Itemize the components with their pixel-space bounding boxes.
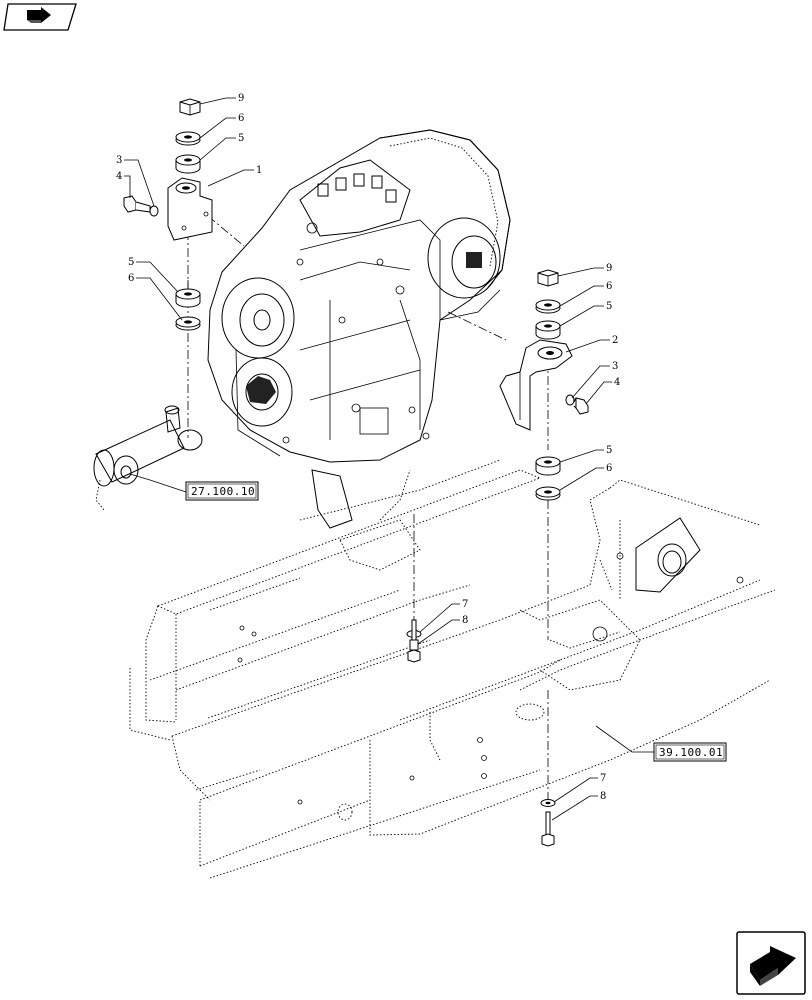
leader-lines	[124, 97, 654, 821]
callout-7: 7	[600, 773, 606, 784]
reference-box-frame[interactable]: 39.100.01	[653, 742, 727, 762]
callout-6: 6	[606, 463, 612, 474]
callout-9: 9	[606, 263, 612, 274]
callout-4: 4	[614, 377, 620, 388]
next-page-arrow-icon[interactable]	[736, 931, 806, 995]
callout-5: 5	[606, 445, 612, 456]
callout-7: 7	[462, 599, 468, 610]
washer-part-7b	[540, 799, 556, 807]
right-mount-stack	[499, 269, 589, 501]
reference-box-driveshaft[interactable]: 27.100.10	[185, 481, 259, 501]
rubber-part-5a	[175, 154, 201, 174]
washer-part-6a	[175, 131, 201, 146]
callout-4: 4	[116, 171, 122, 182]
section-arrow-icon[interactable]	[3, 3, 77, 31]
bolt-part-8b	[541, 811, 555, 847]
bracket-part-1	[167, 177, 213, 241]
callout-5: 5	[606, 301, 612, 312]
reference-label: 39.100.01	[659, 746, 723, 759]
bolt-part-8a	[407, 619, 421, 663]
lower-bolts	[406, 619, 556, 847]
callout-labels: 9 6 5 1 3 4 5 6 9 6 5 2 3 4 5 6 7 8 7 8	[116, 93, 620, 802]
reference-label: 27.100.10	[191, 485, 255, 498]
callout-1: 1	[256, 165, 262, 176]
callout-6: 6	[128, 273, 134, 284]
rubber-part-5c	[535, 320, 561, 340]
bolt-part-4b	[573, 397, 589, 415]
bolt-part-4a	[123, 195, 151, 213]
washer-part-6b	[175, 316, 201, 331]
callout-5: 5	[238, 133, 244, 144]
callout-9: 9	[238, 93, 244, 104]
nut-part-9a	[179, 98, 201, 116]
rubber-part-5d	[535, 456, 561, 476]
washer-part-3a	[149, 205, 159, 217]
callout-6: 6	[606, 281, 612, 292]
washer-part-6c	[535, 299, 561, 314]
callout-2: 2	[612, 335, 618, 346]
transmission	[207, 129, 511, 463]
callout-3: 3	[612, 361, 618, 372]
rubber-part-5b	[175, 288, 201, 308]
callout-5: 5	[128, 257, 134, 268]
driveshaft	[93, 405, 203, 511]
callout-3: 3	[116, 155, 122, 166]
washer-part-6d	[535, 486, 561, 501]
callout-8: 8	[600, 791, 606, 802]
vehicle-frame	[129, 459, 776, 879]
left-mount-stack	[123, 98, 213, 331]
callout-6: 6	[238, 113, 244, 124]
nut-part-9b	[537, 269, 559, 287]
callout-8: 8	[462, 615, 468, 626]
bracket-part-2	[499, 339, 573, 431]
